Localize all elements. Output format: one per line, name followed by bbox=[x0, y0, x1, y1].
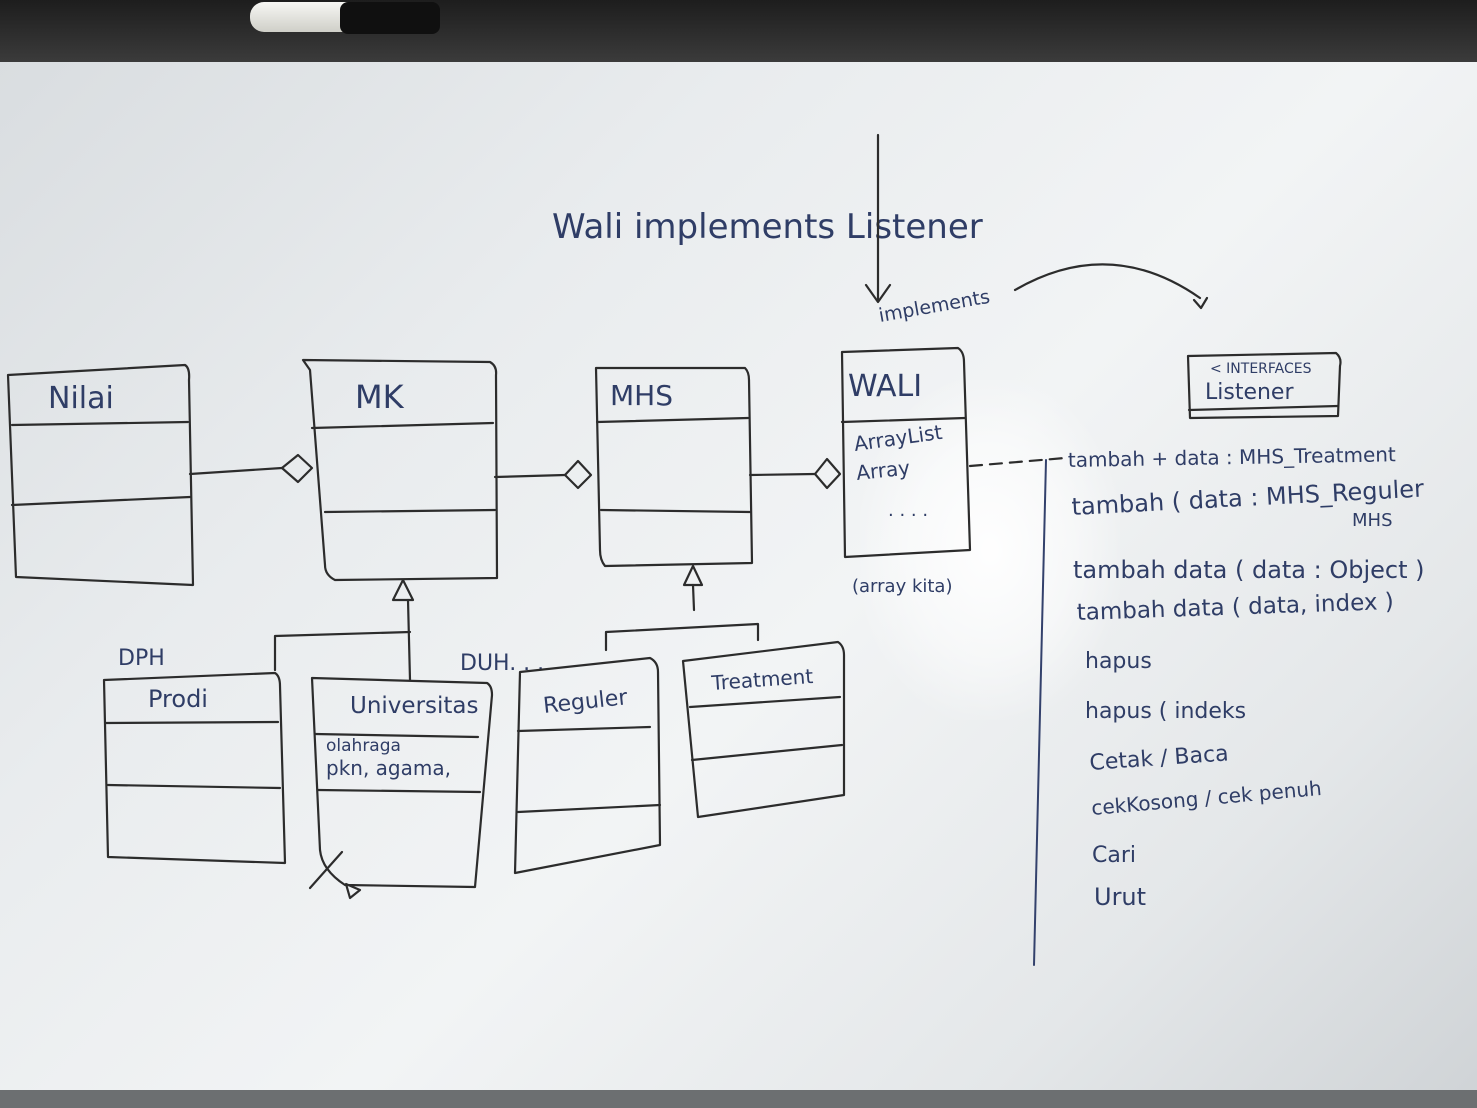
method-item: hapus ( indeks bbox=[1085, 699, 1246, 724]
label-dph: DPH bbox=[118, 646, 165, 671]
class-wali-attr-2: Array bbox=[855, 455, 911, 485]
class-nilai-title: Nilai bbox=[48, 381, 114, 416]
class-universitas-attr-2: pkn, agama, bbox=[326, 756, 451, 780]
implements-arrow-head bbox=[864, 283, 892, 304]
inheritance-mk bbox=[273, 578, 415, 682]
inheritance-mhs bbox=[604, 564, 760, 652]
heading-text: Wali implements Listener bbox=[552, 207, 983, 247]
class-prodi-title: Prodi bbox=[148, 685, 208, 713]
class-listener-title: Listener bbox=[1205, 380, 1294, 405]
class-mhs-title: MHS bbox=[610, 379, 673, 412]
class-universitas-attr-1: olahraga bbox=[326, 736, 401, 756]
class-reguler: Reguler bbox=[513, 656, 662, 875]
class-nilai: Nilai bbox=[6, 363, 195, 587]
aggregation-nilai-mk bbox=[188, 453, 314, 484]
method-item: tambah data ( data : Object ) bbox=[1073, 556, 1425, 584]
whiteboard bbox=[0, 55, 1477, 1108]
dependency-wali-listener bbox=[968, 456, 1067, 468]
method-item: Urut bbox=[1094, 883, 1146, 911]
class-mk: MK bbox=[301, 358, 499, 582]
board-frame-bottom bbox=[0, 1090, 1477, 1108]
method-list-divider bbox=[1033, 459, 1047, 966]
curve-arrow-head bbox=[1192, 296, 1209, 310]
method-item: Cetak / Baca bbox=[1089, 741, 1230, 776]
class-listener-stereotype: < INTERFACES bbox=[1210, 361, 1312, 377]
class-wali-attr-1: ArrayList bbox=[852, 420, 943, 456]
class-listener: < INTERFACES Listener bbox=[1186, 351, 1342, 420]
class-treatment-title: Treatment bbox=[710, 664, 814, 695]
method-list: tambah + data : MHS_Treatment tambah ( d… bbox=[1068, 442, 1425, 911]
class-treatment: Treatment bbox=[681, 640, 846, 819]
curve-arrow bbox=[1013, 263, 1202, 300]
class-wali-note: (array kita) bbox=[852, 576, 952, 597]
class-wali: WALI ArrayList Array . . . . (array kita… bbox=[840, 346, 972, 597]
marker-tray bbox=[0, 0, 1477, 62]
light-glare bbox=[860, 380, 1120, 720]
class-reguler-title: Reguler bbox=[542, 685, 630, 719]
class-mhs: MHS bbox=[594, 366, 754, 568]
method-item: tambah + data : MHS_Treatment bbox=[1068, 442, 1396, 472]
implements-label: implements bbox=[877, 286, 992, 327]
class-universitas-title: Universitas bbox=[350, 693, 479, 719]
aggregation-mk-mhs bbox=[493, 459, 593, 490]
method-item: Cari bbox=[1092, 843, 1136, 868]
class-wali-dots: . . . . bbox=[888, 500, 928, 521]
marker-cap bbox=[340, 2, 440, 34]
class-mk-title: MK bbox=[355, 378, 405, 416]
class-prodi: Prodi bbox=[102, 671, 287, 865]
method-item: cekKosong / cek penuh bbox=[1090, 776, 1322, 820]
label-duh: DUH. . . bbox=[460, 651, 544, 676]
aggregation-mhs-wali bbox=[748, 457, 842, 490]
class-wali-title: WALI bbox=[848, 369, 922, 404]
method-item: hapus bbox=[1085, 649, 1152, 674]
method-item: tambah data ( data, index ) bbox=[1076, 589, 1394, 626]
class-universitas: Universitas olahraga pkn, agama, bbox=[308, 676, 494, 900]
method-item: MHS bbox=[1352, 510, 1393, 531]
